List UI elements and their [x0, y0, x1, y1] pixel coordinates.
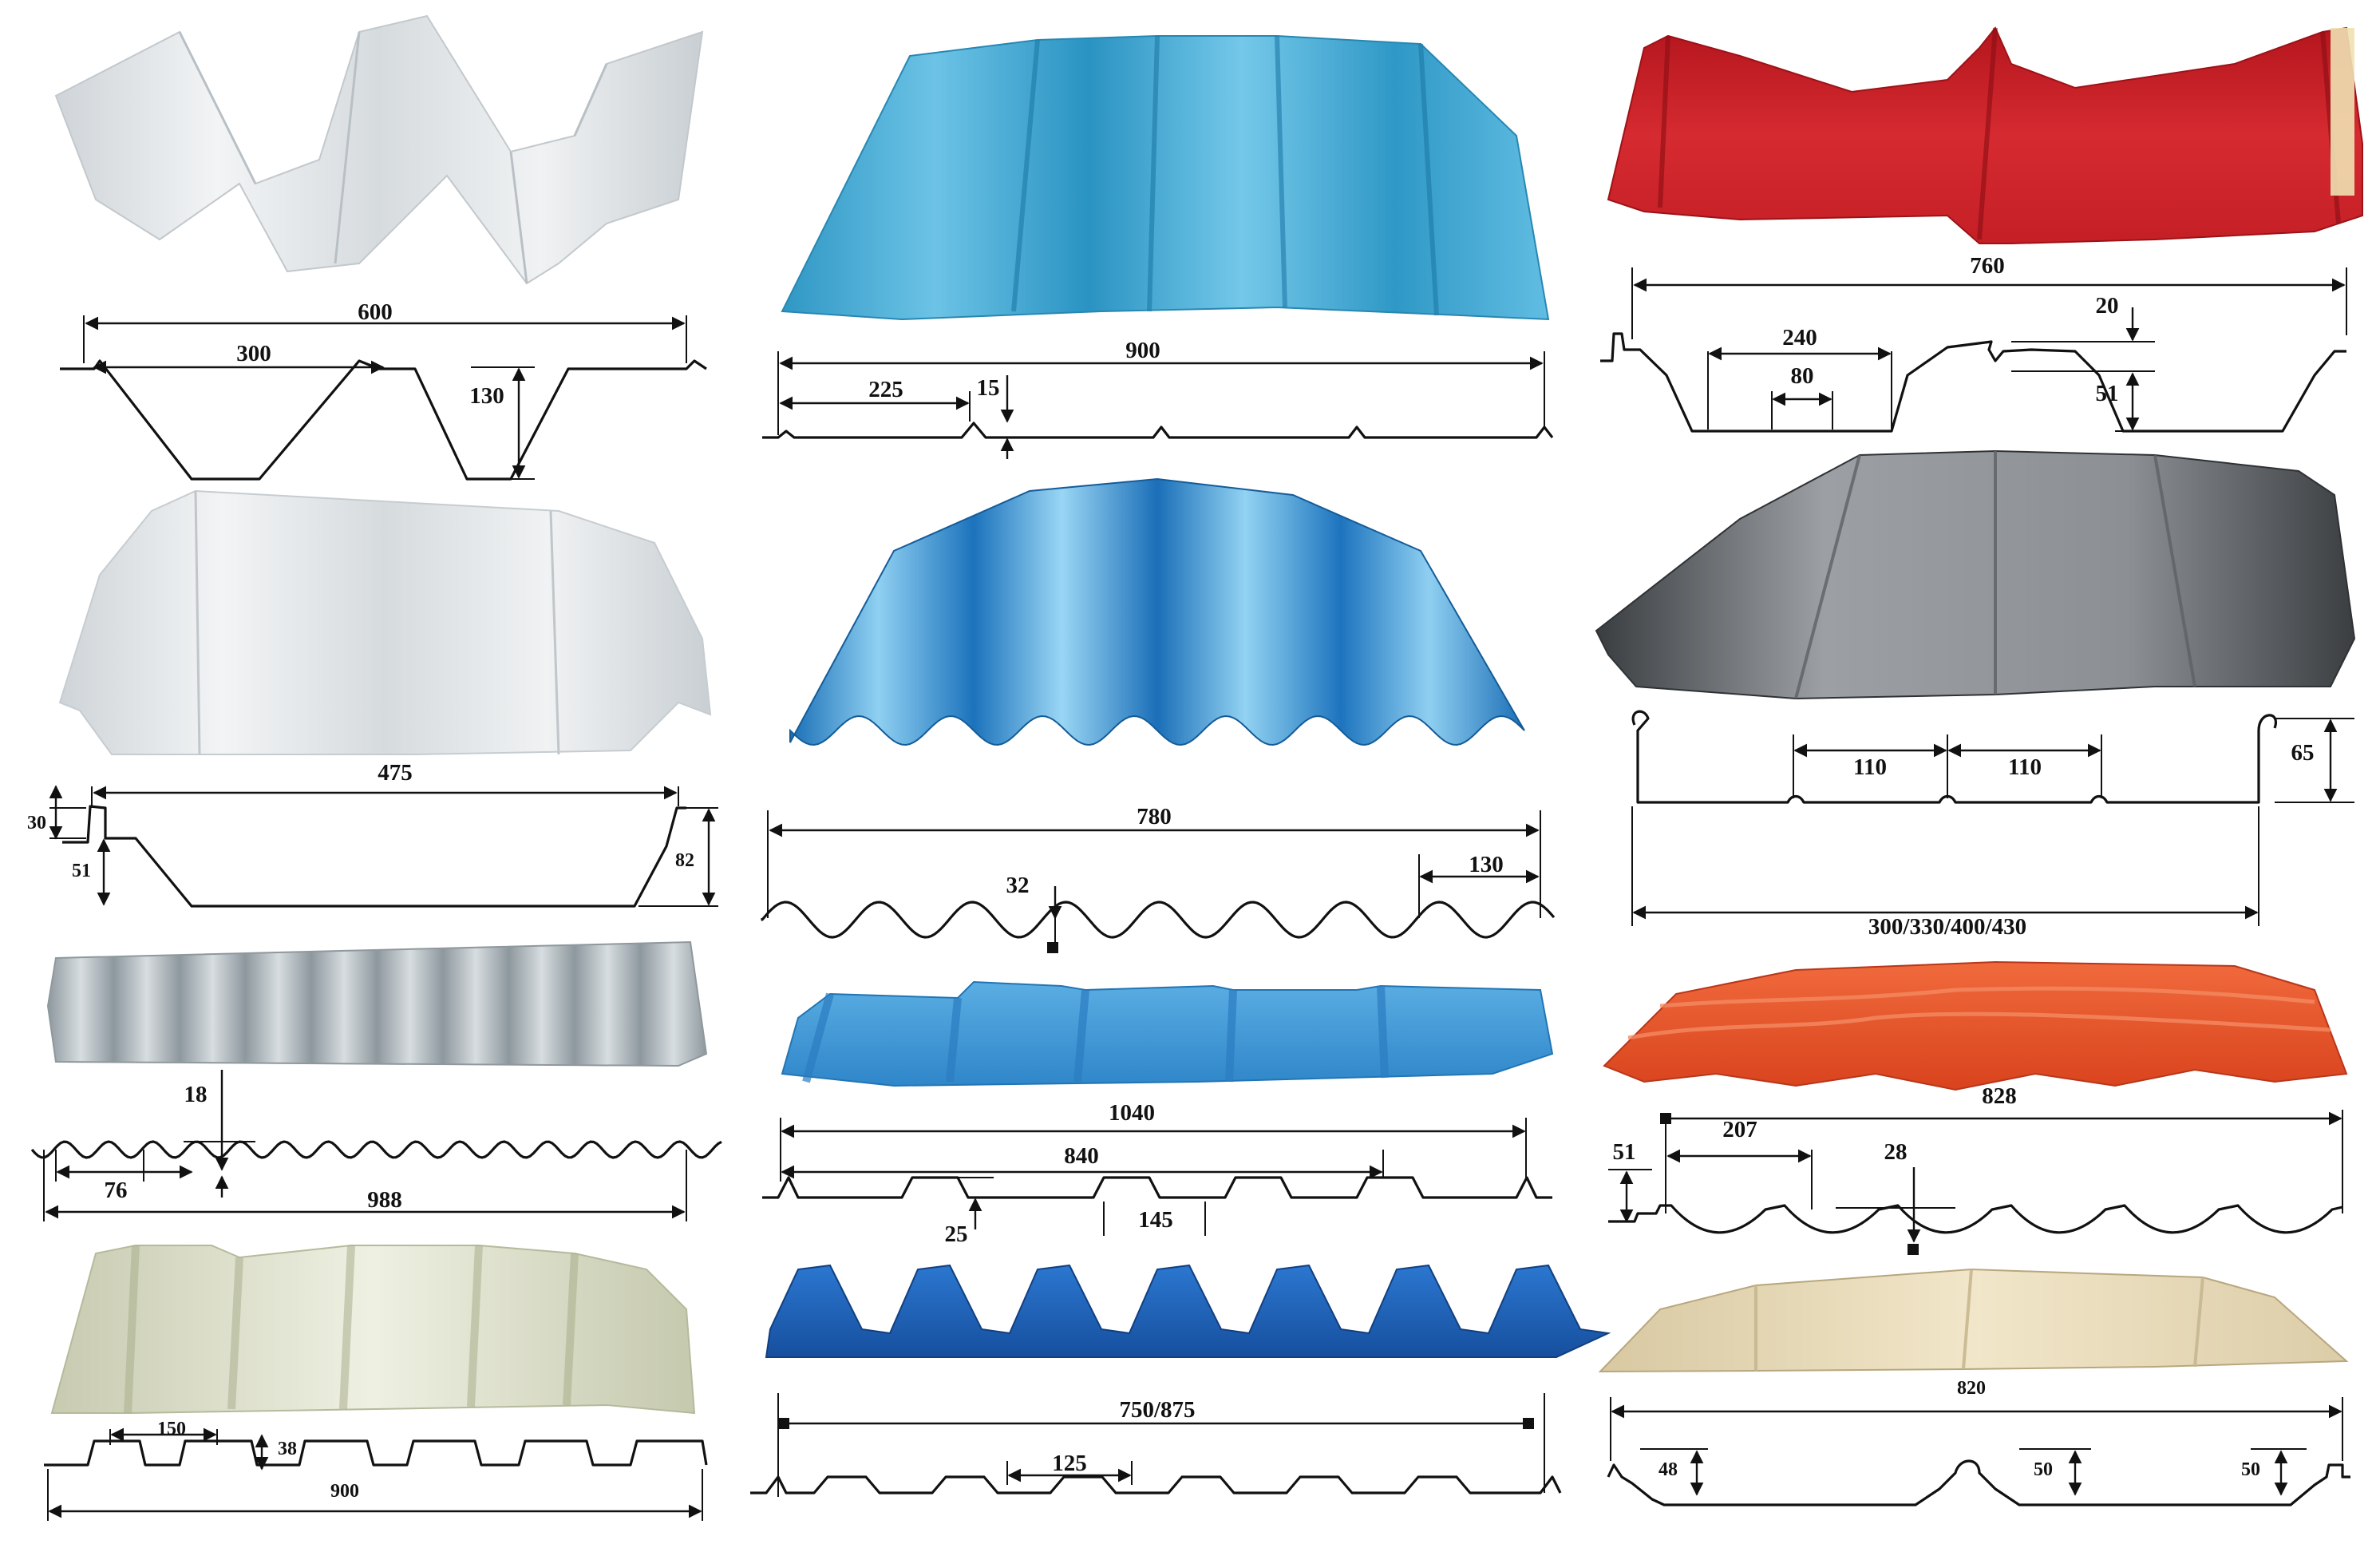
panel-seam-red: 760 20 240 80 51	[1600, 26, 2363, 433]
profile-standing-seam-white	[62, 805, 686, 908]
dim-rib-125: 125	[1052, 1451, 1087, 1476]
dim-width-900: 900	[330, 1481, 359, 1502]
dim-depth-28: 28	[1884, 1139, 1908, 1165]
profile-corrugated	[30, 1140, 722, 1159]
panel-corrugated-silver: 18 76 988	[30, 940, 722, 1221]
panel-trapezoid-deep-blue: 750/875 125	[750, 1264, 1611, 1497]
dim-rib-50-a: 50	[2034, 1459, 2053, 1480]
dim-width-1040: 1040	[1109, 1100, 1155, 1126]
sheet-image-beige	[1598, 1268, 2349, 1373]
profile-trapezoid-deep-blue	[750, 1475, 1562, 1495]
dim-width-600: 600	[358, 299, 393, 325]
panel-seam-grey: 110 110 65 300/330/400/430	[1595, 449, 2356, 940]
dim-rib-240: 240	[1782, 325, 1817, 350]
dim-depth-51: 51	[2096, 381, 2119, 406]
dim-lip-30: 30	[27, 813, 46, 833]
dim-width-900-cyan: 900	[1125, 338, 1160, 363]
dim-depth-18: 18	[184, 1082, 208, 1107]
dim-step-51: 51	[1613, 1139, 1636, 1165]
dim-pitch-76: 76	[105, 1178, 128, 1203]
dim-width-828: 828	[1982, 1083, 2017, 1109]
dim-rib-145: 145	[1138, 1207, 1173, 1233]
dim-width-750-875: 750/875	[1119, 1397, 1195, 1423]
panel-seam-beige: 820 48 50 50	[1598, 1268, 2350, 1506]
profile-trapezoid-mid-blue	[762, 1176, 1552, 1199]
dim-width-988: 988	[367, 1187, 402, 1213]
profile-seam-red	[1600, 332, 2346, 433]
dim-cover-840: 840	[1064, 1143, 1099, 1169]
dim-width-475: 475	[378, 760, 413, 786]
dim-rib-51: 51	[72, 861, 91, 881]
dim-rib-50-b: 50	[2241, 1459, 2260, 1480]
dim-widths-300-430: 300/330/400/430	[1868, 914, 2026, 940]
dim-lip-20: 20	[2096, 293, 2119, 319]
dim-rib-15: 15	[977, 375, 1000, 401]
dim-width-820: 820	[1957, 1378, 1986, 1399]
dim-width-760: 760	[1970, 253, 2005, 279]
dim-rib-110-a: 110	[1853, 754, 1887, 780]
panel-trapezoid-white: 600 300 130	[54, 14, 707, 481]
dim-height-82: 82	[675, 850, 694, 871]
profile-tile-orange	[1608, 1204, 2343, 1234]
dim-rib-110-b: 110	[2008, 754, 2042, 780]
profile-trapezoid-cyan	[762, 422, 1554, 439]
dim-depth-32: 32	[1006, 873, 1030, 898]
dim-pitch-130: 130	[1469, 852, 1504, 877]
profile-trapezoid-white	[60, 359, 707, 481]
dim-pitch-300: 300	[236, 341, 271, 366]
dim-width-780: 780	[1137, 804, 1172, 829]
dim-height-130: 130	[469, 383, 504, 409]
sheet-image-white-seam	[58, 489, 712, 755]
profile-seam-beige	[1607, 1459, 2350, 1506]
dim-depth-25: 25	[945, 1221, 968, 1247]
dim-rib-48: 48	[1658, 1459, 1678, 1480]
sheet-image-wave	[789, 477, 1525, 746]
dim-rib-150: 150	[157, 1419, 186, 1439]
panel-wave-blue: 780 32 130	[761, 477, 1556, 953]
dim-pitch-207: 207	[1722, 1117, 1757, 1142]
profile-wave	[761, 901, 1556, 939]
panel-tile-orange: 828 207 51 28	[1603, 960, 2348, 1255]
dim-height-65: 65	[2291, 740, 2315, 766]
profile-deck	[44, 1439, 708, 1467]
profile-seam-grey	[1631, 710, 2278, 804]
panel-trapezoid-cyan: 900 225 15	[762, 35, 1554, 459]
sheet-image-white-trapezoid	[54, 14, 704, 285]
dim-depth-38: 38	[278, 1439, 297, 1459]
panel-standing-seam-white: 475 30 51 82	[27, 489, 718, 908]
sheet-image-deep-blue	[765, 1264, 1611, 1358]
sheet-image-grey	[1595, 449, 2356, 700]
sheet-image-corrugated	[46, 940, 708, 1067]
sheet-image-mid-blue	[781, 980, 1554, 1087]
dim-pan-80: 80	[1791, 363, 1814, 389]
sheet-image-orange	[1603, 960, 2348, 1091]
dim-pitch-225: 225	[868, 377, 903, 402]
panel-trapezoid-mid-blue: 1040 840 25 145	[762, 980, 1554, 1247]
sheet-image-deck	[50, 1245, 696, 1415]
panel-deck-cream: 150 38 900	[44, 1245, 708, 1521]
